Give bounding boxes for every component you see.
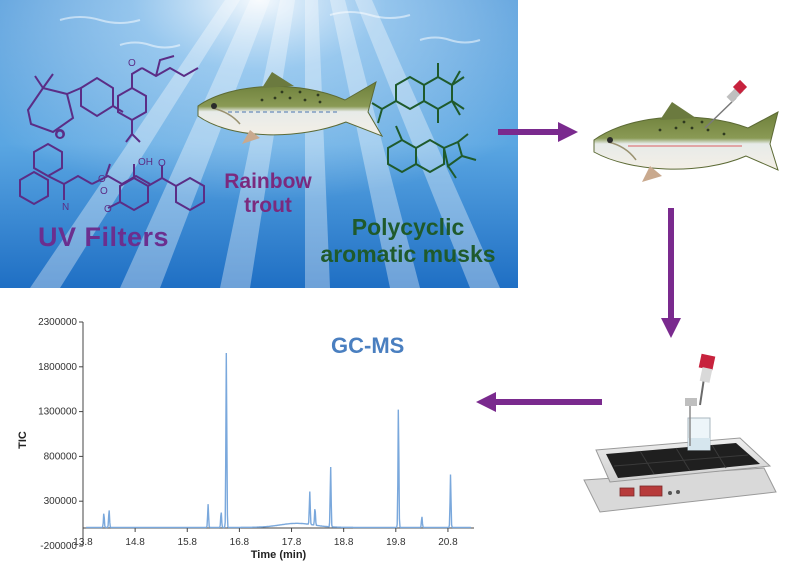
y-axis-label: TIC — [17, 431, 29, 449]
musks-label-line1: Polycyclic — [351, 214, 465, 240]
arrow-right — [498, 122, 578, 142]
rainbow-trout-sampled — [593, 79, 779, 182]
musk-structures — [371, 63, 477, 179]
svg-text:O: O — [98, 174, 106, 185]
uv-filter-atom-labels: O O OH O O N O O — [56, 58, 166, 215]
arrow-left — [476, 392, 602, 412]
svg-text:O: O — [158, 158, 166, 169]
y-tick-label: 800000 — [44, 451, 78, 462]
musks-label-line2: aromatic musks — [320, 241, 496, 267]
svg-text:OH: OH — [138, 157, 153, 168]
rainbow-trout-swimming — [197, 72, 384, 144]
gc-ms-label: GC-MS — [331, 333, 405, 358]
uv-filter-structures — [19, 55, 205, 212]
x-tick-label: 17.8 — [282, 537, 302, 548]
hot-plate-stirrer — [583, 353, 777, 513]
trout-label-line1: Rainbow — [224, 170, 312, 193]
arrow-down — [661, 208, 681, 338]
x-tick-label: 19.8 — [386, 537, 406, 548]
x-tick-label: 15.8 — [178, 537, 198, 548]
chromatogram: 2300000 1800000 1300000 800000 300000 -200000… — [17, 317, 474, 561]
tic-trace — [86, 352, 471, 529]
svg-text:N: N — [62, 202, 69, 213]
y-tick-label: 1300000 — [38, 407, 77, 418]
polycyclic-musks-label: Polycyclic aromatic musks — [298, 214, 518, 268]
rainbow-trout-label: Rainbow trout — [208, 170, 328, 218]
water-background — [0, 0, 518, 288]
svg-text:O: O — [56, 130, 64, 141]
x-tick-label: 18.8 — [334, 537, 354, 548]
y-tick-label: -200000 — [40, 541, 77, 552]
x-axis-label: Time (min) — [251, 549, 307, 561]
y-tick-label: 1800000 — [38, 362, 77, 373]
svg-text:O: O — [128, 58, 136, 69]
x-tick-label: 13.8 — [73, 537, 93, 548]
y-tick-label: 2300000 — [38, 317, 77, 328]
x-tick-label: 14.8 — [125, 537, 145, 548]
x-tick-label: 20.8 — [438, 537, 458, 548]
y-tick-label: 300000 — [44, 496, 78, 507]
svg-text:O: O — [100, 186, 108, 197]
syringe-icon — [704, 79, 748, 129]
uv-filters-label: UV Filters — [38, 222, 170, 252]
x-tick-label: 16.8 — [230, 537, 250, 548]
trout-label-line2: trout — [244, 194, 292, 217]
svg-text:O: O — [104, 204, 112, 215]
